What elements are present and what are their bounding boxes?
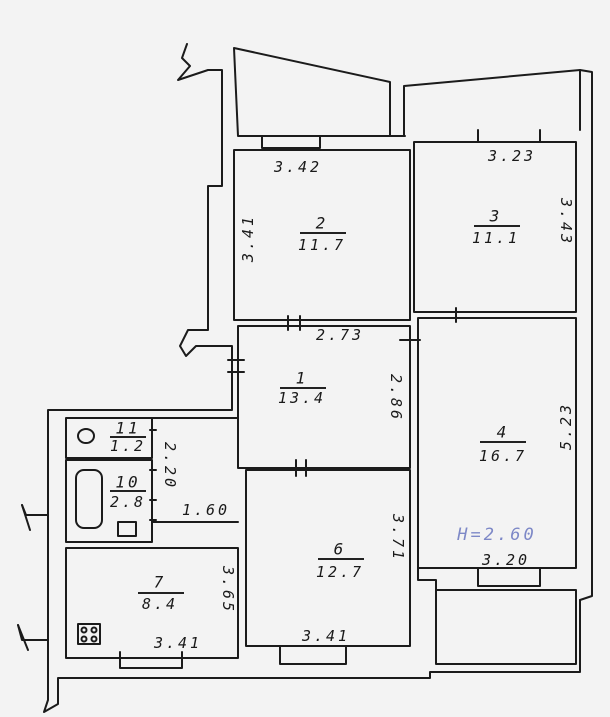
room-11-area: 1.2 bbox=[109, 437, 147, 455]
dim-room-7-width: 3.41 bbox=[153, 634, 203, 652]
ceiling-height-note: H=2.60 bbox=[457, 525, 537, 545]
room-1-outline bbox=[237, 325, 411, 469]
dim-room-2-width: 3.42 bbox=[273, 158, 323, 176]
room-2-rule bbox=[300, 232, 346, 234]
room-2-outline bbox=[233, 149, 411, 321]
room-1-area: 13.4 bbox=[277, 389, 327, 407]
dim-room-2-height: 3.41 bbox=[239, 213, 257, 263]
room-4-area: 16.7 bbox=[478, 447, 528, 465]
room-6-outline bbox=[245, 469, 411, 647]
room-7-outline bbox=[65, 547, 239, 659]
room-2-number: 2 bbox=[315, 213, 329, 233]
room-11-outline bbox=[65, 417, 153, 459]
room-4-number: 4 bbox=[496, 422, 510, 442]
room-1-number: 1 bbox=[295, 368, 309, 388]
room-3-rule bbox=[474, 225, 520, 227]
room-1-rule bbox=[280, 387, 326, 389]
outer-wall-right bbox=[579, 69, 593, 601]
room-7-number: 7 bbox=[153, 572, 167, 592]
room-6-number: 6 bbox=[333, 539, 347, 559]
door-ticks bbox=[149, 307, 457, 521]
room-3-area: 11.1 bbox=[471, 229, 521, 247]
dim-room-6-height: 3.71 bbox=[389, 513, 407, 563]
room-3-number: 3 bbox=[489, 206, 503, 226]
dim-room-4-width: 3.20 bbox=[481, 551, 531, 569]
room-7-area: 8.4 bbox=[141, 595, 179, 613]
room-11-rule bbox=[110, 436, 146, 438]
dim-corridor-width: 1.60 bbox=[181, 501, 231, 519]
dim-room-1-height: 2.86 bbox=[387, 373, 405, 423]
dim-room-7-height: 3.65 bbox=[219, 565, 237, 615]
window-marks bbox=[17, 129, 541, 669]
sink-icon bbox=[117, 521, 137, 537]
room-3-outline bbox=[413, 141, 577, 313]
dim-room-4-height: 5.23 bbox=[557, 401, 575, 451]
balcony-right bbox=[435, 589, 577, 665]
dim-corridor-height: 2.20 bbox=[161, 441, 179, 491]
room-4-outline bbox=[417, 317, 577, 569]
outer-wall-left-bottom bbox=[43, 599, 581, 713]
outer-wall-left-top bbox=[17, 43, 233, 641]
room-11-number: 11 bbox=[115, 418, 141, 438]
room-7-rule bbox=[138, 592, 184, 594]
room-10-rule bbox=[110, 490, 146, 492]
dim-room-1-width: 2.73 bbox=[315, 326, 365, 344]
outer-wall-top bbox=[233, 47, 581, 137]
room-2-area: 11.7 bbox=[297, 236, 347, 254]
room-10-number: 10 bbox=[115, 472, 141, 492]
bathtub-icon bbox=[75, 469, 103, 529]
room-6-rule bbox=[318, 558, 364, 560]
toilet-icon bbox=[77, 428, 95, 444]
dim-room-3-width: 3.23 bbox=[487, 147, 537, 165]
room-6-area: 12.7 bbox=[315, 563, 365, 581]
room-10-area: 2.8 bbox=[109, 493, 147, 511]
dim-room-3-height: 3.43 bbox=[557, 197, 575, 247]
room-4-rule bbox=[480, 441, 526, 443]
dim-room-6-width: 3.41 bbox=[301, 627, 351, 645]
stove-icon bbox=[77, 623, 101, 645]
